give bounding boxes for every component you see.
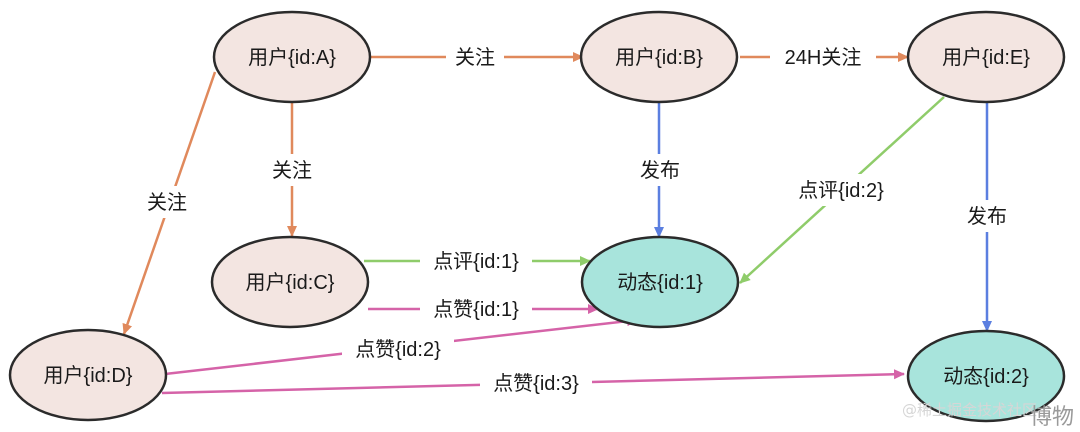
node-user-b — [579, 10, 739, 104]
node-user-a-label: 用户{id:A} — [248, 46, 336, 69]
edges — [122, 52, 992, 395]
node-user-b-label: 用户{id:B} — [615, 46, 703, 69]
edge-label-e-post1: 点评{id:2} — [798, 179, 884, 202]
edge-label-e-post2: 发布 — [967, 205, 1007, 228]
node-post-1-label: 动态{id:1} — [617, 271, 703, 294]
node-user-d — [8, 328, 168, 422]
node-post-2 — [906, 329, 1066, 423]
watermark-source: @稀土掘金技术社区 — [902, 401, 1037, 419]
edge-label-d-post1: 点赞{id:2} — [355, 338, 441, 361]
node-user-a — [212, 10, 372, 104]
edge-label-a-c: 关注 — [272, 159, 312, 182]
node-user-c — [210, 235, 370, 329]
edge-label-d-post2: 点赞{id:3} — [493, 372, 579, 395]
nodes: 用户{id:A} 用户{id:B} 用户{id:E} 用户{id:C} 用户{i… — [8, 10, 1066, 423]
node-user-c-label: 用户{id:C} — [246, 271, 335, 294]
edge-label-b-e: 24H关注 — [785, 46, 862, 69]
edge-label-b-post1: 发布 — [640, 159, 680, 182]
edge-label-c-post1-like: 点赞{id:1} — [433, 298, 519, 321]
edge-labels: 关注 24H关注 关注 关注 发布 发布 点评{id:2} 点评{id:1} 点… — [136, 42, 1018, 398]
watermark-brand: 博物 — [1030, 405, 1074, 430]
node-user-d-label: 用户{id:D} — [44, 364, 133, 387]
node-post-1 — [580, 235, 740, 329]
node-user-e-label: 用户{id:E} — [942, 46, 1030, 69]
edge-label-a-d: 关注 — [147, 191, 187, 214]
watermark: @稀土掘金技术社区 博物 — [902, 401, 1074, 430]
edge-label-c-post1-comment: 点评{id:1} — [433, 250, 519, 273]
node-post-2-label: 动态{id:2} — [943, 365, 1029, 388]
edge-label-a-b: 关注 — [455, 46, 495, 69]
node-user-e — [906, 10, 1066, 104]
